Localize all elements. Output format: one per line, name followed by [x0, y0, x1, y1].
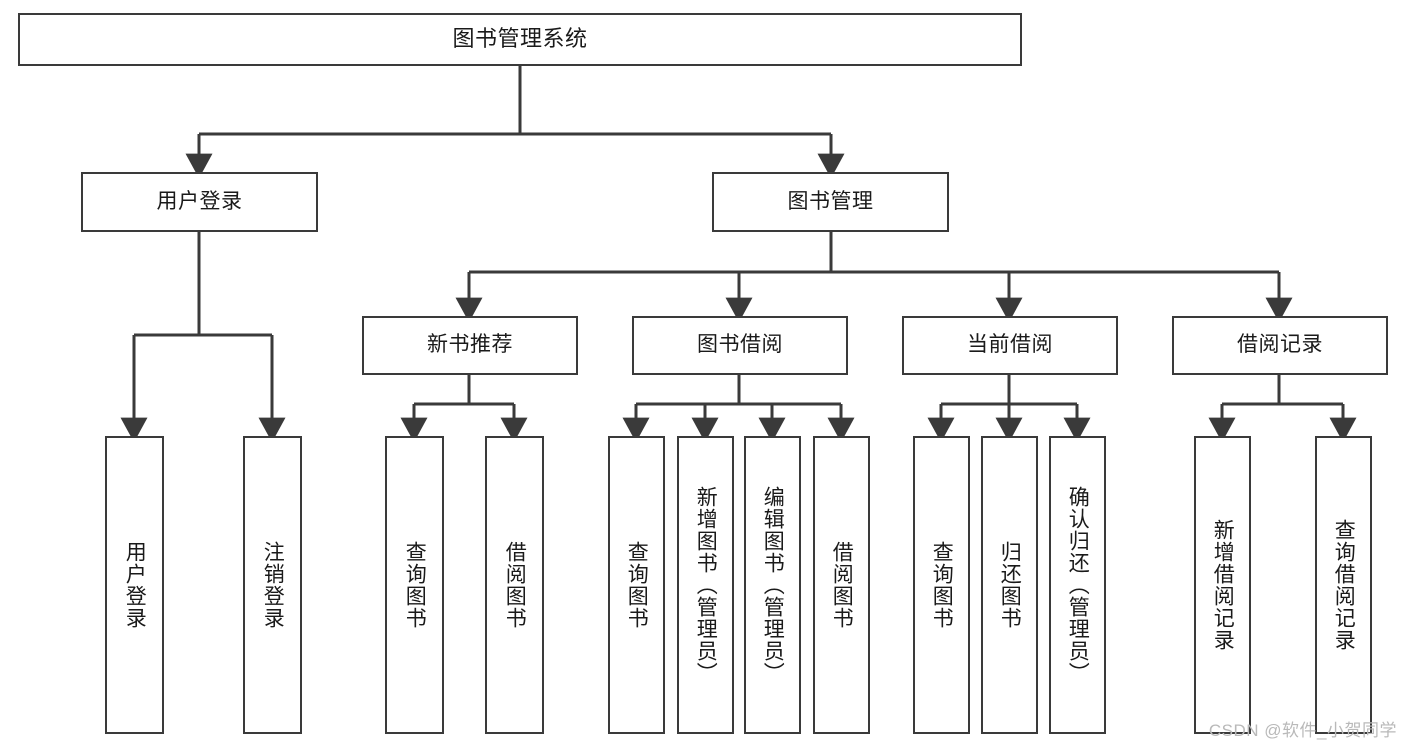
- node-label: 确认归还（管理员）: [1066, 486, 1090, 684]
- leaf-query-book-current[interactable]: 查询图书: [913, 436, 970, 734]
- csdn-watermark: CSDN @软件_小贺同学: [1208, 721, 1397, 740]
- node-label: 查询图书: [930, 541, 954, 629]
- leaf-return-book[interactable]: 归还图书: [981, 436, 1038, 734]
- node-borrow-record[interactable]: 借阅记录: [1172, 316, 1388, 375]
- node-label: 注销登录: [261, 541, 285, 629]
- node-current-borrow[interactable]: 当前借阅: [902, 316, 1118, 375]
- node-label: 用户登录: [156, 189, 243, 213]
- node-label: 编辑图书（管理员）: [761, 486, 785, 684]
- node-book-borrow[interactable]: 图书借阅: [632, 316, 848, 375]
- node-label: 借阅记录: [1237, 333, 1323, 357]
- leaf-logout-login[interactable]: 注销登录: [243, 436, 302, 734]
- node-label: 归还图书: [998, 541, 1022, 629]
- leaf-confirm-return[interactable]: 确认归还（管理员）: [1049, 436, 1106, 734]
- leaf-edit-book[interactable]: 编辑图书（管理员）: [744, 436, 801, 734]
- leaf-query-borrow-record[interactable]: 查询借阅记录: [1315, 436, 1372, 734]
- node-label: 借阅图书: [503, 541, 527, 629]
- node-label: 借阅图书: [830, 541, 854, 629]
- node-label: 新书推荐: [427, 333, 513, 357]
- leaf-query-book-borrow[interactable]: 查询图书: [608, 436, 665, 734]
- node-label: 用户登录: [123, 541, 147, 629]
- node-new-book-recommend[interactable]: 新书推荐: [362, 316, 578, 375]
- node-label: 图书借阅: [697, 333, 783, 357]
- leaf-borrow-book-recommend[interactable]: 借阅图书: [485, 436, 544, 734]
- node-label: 新增借阅记录: [1211, 519, 1235, 651]
- leaf-add-book[interactable]: 新增图书（管理员）: [677, 436, 734, 734]
- node-label: 新增图书（管理员）: [694, 486, 718, 684]
- node-label: 查询图书: [625, 541, 649, 629]
- node-user-login[interactable]: 用户登录: [81, 172, 318, 232]
- node-label: 图书管理系统: [452, 26, 588, 52]
- node-label: 查询借阅记录: [1332, 519, 1356, 651]
- node-root-book-management-system[interactable]: 图书管理系统: [18, 13, 1022, 66]
- leaf-user-login[interactable]: 用户登录: [105, 436, 164, 734]
- leaf-borrow-book-borrow[interactable]: 借阅图书: [813, 436, 870, 734]
- node-book-management[interactable]: 图书管理: [712, 172, 949, 232]
- node-label: 当前借阅: [967, 333, 1053, 357]
- node-label: 图书管理: [787, 189, 874, 213]
- leaf-query-book-recommend[interactable]: 查询图书: [385, 436, 444, 734]
- leaf-add-borrow-record[interactable]: 新增借阅记录: [1194, 436, 1251, 734]
- node-label: 查询图书: [403, 541, 427, 629]
